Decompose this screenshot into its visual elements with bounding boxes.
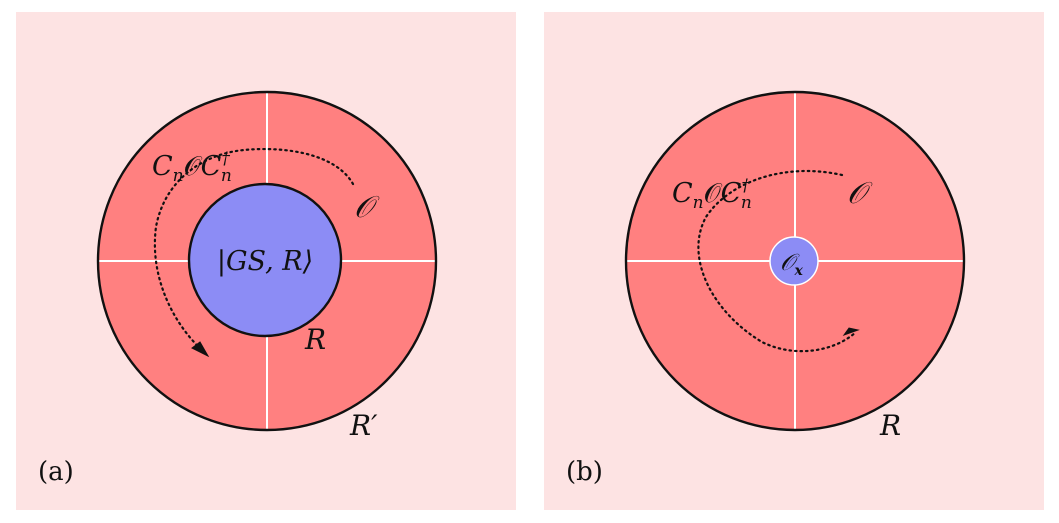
- local-operator-disk: [769, 236, 819, 286]
- panel-b: Cn𝒪C†n 𝒪 𝒪x R (b): [544, 12, 1044, 510]
- inner-disk: [187, 182, 343, 338]
- ground-state-label: |GS, R⟩: [217, 246, 313, 277]
- outer-radius-label: R′: [349, 409, 378, 442]
- outer-boundary: [624, 90, 966, 432]
- panel-caption: (b): [566, 457, 603, 487]
- diagram-a: Cn𝒪C†n 𝒪 |GS, R⟩ R R′ (a): [38, 90, 438, 487]
- rotated-operator-label: Cn𝒪C†n: [672, 176, 752, 213]
- rotation-arc: [697, 169, 858, 353]
- arrow-head: [842, 327, 860, 337]
- rotation-arc: [153, 147, 355, 354]
- outer-radius-label: R: [879, 409, 901, 442]
- inner-radius-label: R: [304, 323, 326, 356]
- outer-boundary: [96, 90, 438, 432]
- panel-a: Cn𝒪C†n 𝒪 |GS, R⟩ R R′ (a): [16, 12, 516, 510]
- panel-caption: (a): [38, 457, 74, 487]
- arrow-head: [191, 341, 210, 358]
- rotated-operator-label: Cn𝒪C†n: [152, 149, 232, 186]
- diagram-b: Cn𝒪C†n 𝒪 𝒪x R (b): [566, 90, 966, 487]
